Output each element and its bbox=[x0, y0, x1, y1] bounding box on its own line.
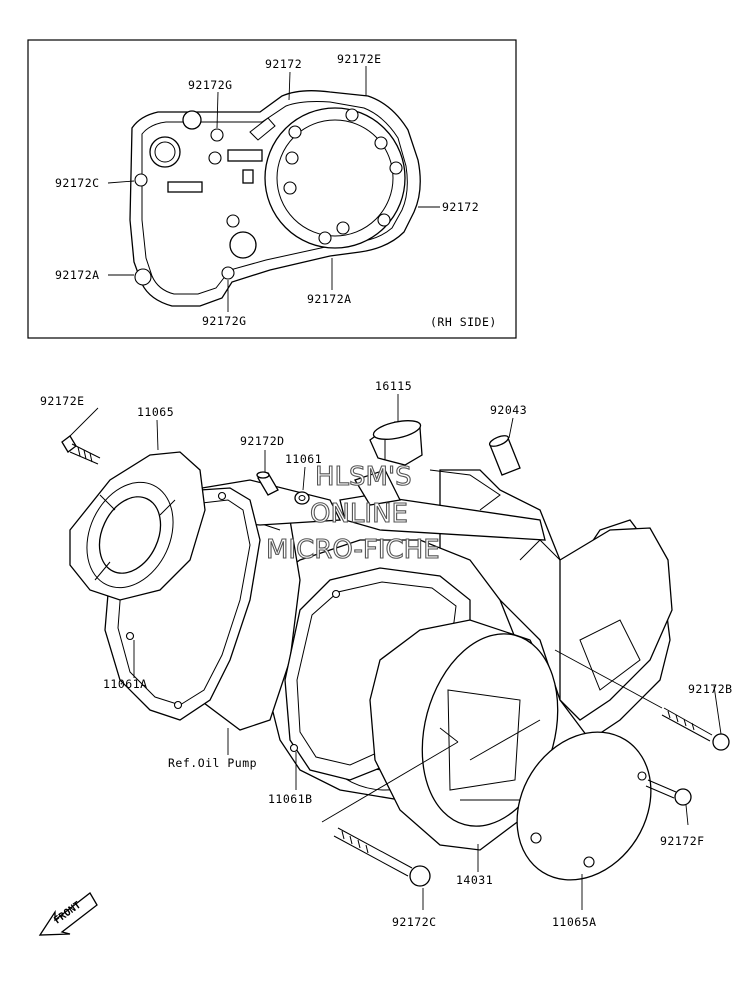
bolt-92172c bbox=[333, 827, 431, 887]
main-leaders bbox=[69, 394, 722, 910]
watermark-line-2: ONLINE bbox=[310, 499, 408, 529]
label-14031: 14031 bbox=[456, 873, 493, 887]
front-arrow: FRONT bbox=[38, 892, 98, 936]
inset-label-92172g-top: 92172G bbox=[188, 78, 233, 92]
label-92043: 92043 bbox=[490, 403, 527, 417]
label-ref-oil-pump: Ref.Oil Pump bbox=[168, 756, 257, 770]
cover-14031 bbox=[369, 619, 559, 851]
label-16115: 16115 bbox=[375, 379, 412, 393]
watermark: HLSM'S ONLINE MICRO-FICHE bbox=[265, 461, 440, 565]
watermark-line-3: MICRO-FICHE bbox=[266, 535, 440, 565]
part-92043 bbox=[488, 435, 521, 476]
watermark-line-1: HLSM'S bbox=[315, 462, 412, 492]
inset-label-92172e-top: 92172E bbox=[337, 52, 382, 66]
inset-label-92172c-left: 92172C bbox=[55, 176, 100, 190]
label-92172b: 92172B bbox=[688, 682, 733, 696]
label-92172f: 92172F bbox=[660, 834, 705, 848]
inset-label-92172-top: 92172 bbox=[265, 57, 302, 71]
inset-label-92172a-bottom: 92172A bbox=[307, 292, 352, 306]
inset-leaders bbox=[107, 66, 440, 312]
bolt-92172b bbox=[661, 707, 730, 751]
label-11061: 11061 bbox=[285, 452, 322, 466]
washer-11061 bbox=[294, 491, 310, 505]
top-lever-assembly bbox=[339, 469, 546, 541]
bolt-92172d bbox=[256, 471, 279, 496]
label-92172c: 92172C bbox=[392, 915, 437, 929]
inset-label-92172a-left: 92172A bbox=[55, 268, 100, 282]
label-11061a: 11061A bbox=[103, 677, 148, 691]
inset-side-note: (RH SIDE) bbox=[430, 315, 497, 329]
cover-11065 bbox=[69, 451, 206, 601]
bolt-92172e bbox=[61, 435, 101, 465]
cover-11065a bbox=[516, 731, 652, 881]
bolt-92172f bbox=[645, 779, 692, 806]
label-11065a: 11065A bbox=[552, 915, 597, 929]
inset-gasket bbox=[129, 90, 421, 307]
label-92172d: 92172D bbox=[240, 434, 285, 448]
label-92172e: 92172E bbox=[40, 394, 85, 408]
label-11065: 11065 bbox=[137, 405, 174, 419]
inset-label-92172g-bottom: 92172G bbox=[202, 314, 247, 328]
inset-panel: 92172 92172E 92172G 92172C 92172 92172A … bbox=[27, 39, 517, 339]
label-11061b: 11061B bbox=[268, 792, 313, 806]
inset-label-92172-right: 92172 bbox=[442, 200, 479, 214]
part-16115 bbox=[369, 420, 423, 466]
